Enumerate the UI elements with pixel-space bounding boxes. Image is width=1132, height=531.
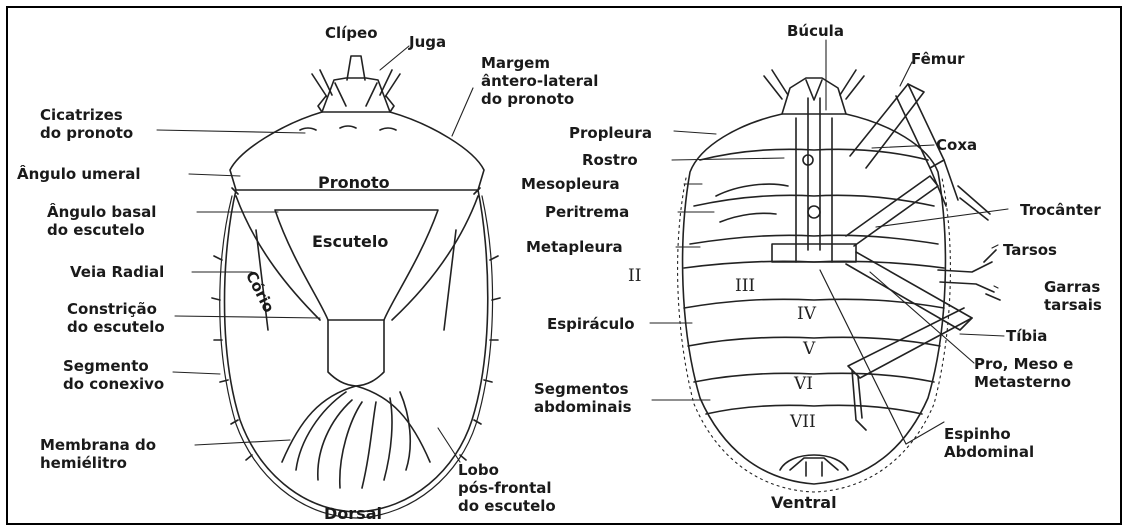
label-trocanter: Trocânter [1020, 201, 1101, 219]
label-angulo-umeral: Ângulo umeral [17, 165, 141, 183]
label-bucula: Búcula [787, 22, 844, 40]
label-segmentos-abdominais: Segmentos abdominais [534, 380, 632, 416]
label-propleura: Propleura [569, 124, 652, 142]
label-clipeo: Clípeo [325, 24, 378, 42]
segment-numeral-v: V [803, 339, 815, 359]
label-tarsos: Tarsos [1003, 241, 1057, 259]
label-garras-tarsais: Garras tarsais [1044, 278, 1102, 314]
segment-numeral-iii: III [735, 276, 755, 296]
label-veia-radial: Veia Radial [70, 263, 164, 281]
label-ventral-view: Ventral [771, 494, 837, 512]
label-pro-meso-metasterno: Pro, Meso e Metasterno [974, 355, 1073, 391]
segment-numeral-iv: IV [797, 304, 816, 324]
label-constricao-do-escutelo: Constrição do escutelo [67, 300, 165, 336]
label-segmento-do-conexivo: Segmento do conexivo [63, 357, 164, 393]
label-dorsal-view: Dorsal [324, 505, 382, 523]
dorsal-insect [157, 46, 500, 518]
label-margem-antero-lateral: Margem ântero-lateral do pronoto [481, 54, 598, 108]
label-coxa: Coxa [936, 136, 977, 154]
label-femur: Fêmur [911, 50, 965, 68]
label-mesopleura: Mesopleura [521, 175, 620, 193]
label-rostro: Rostro [582, 151, 638, 169]
label-angulo-basal: Ângulo basal do escutelo [47, 203, 156, 239]
label-juga: Juga [409, 33, 446, 51]
label-cicatrizes-do-pronoto: Cicatrizes do pronoto [40, 106, 133, 142]
label-peritrema: Peritrema [545, 203, 629, 221]
label-espiraculo: Espiráculo [547, 315, 635, 333]
label-metapleura: Metapleura [526, 238, 623, 256]
label-tibia: Tíbia [1006, 327, 1047, 345]
segment-numeral-vi: VI [794, 374, 813, 394]
label-lobo-pos-frontal: Lobo pós-frontal do escutelo [458, 461, 556, 515]
label-escutelo: Escutelo [312, 233, 388, 251]
label-pronoto: Pronoto [318, 174, 390, 192]
segment-numeral-ii: II [628, 266, 641, 286]
label-espinho-abdominal: Espinho Abdominal [944, 425, 1034, 461]
segment-numeral-vii: VII [790, 412, 816, 432]
label-membrana-do-hemielitro: Membrana do hemiélitro [40, 436, 156, 472]
